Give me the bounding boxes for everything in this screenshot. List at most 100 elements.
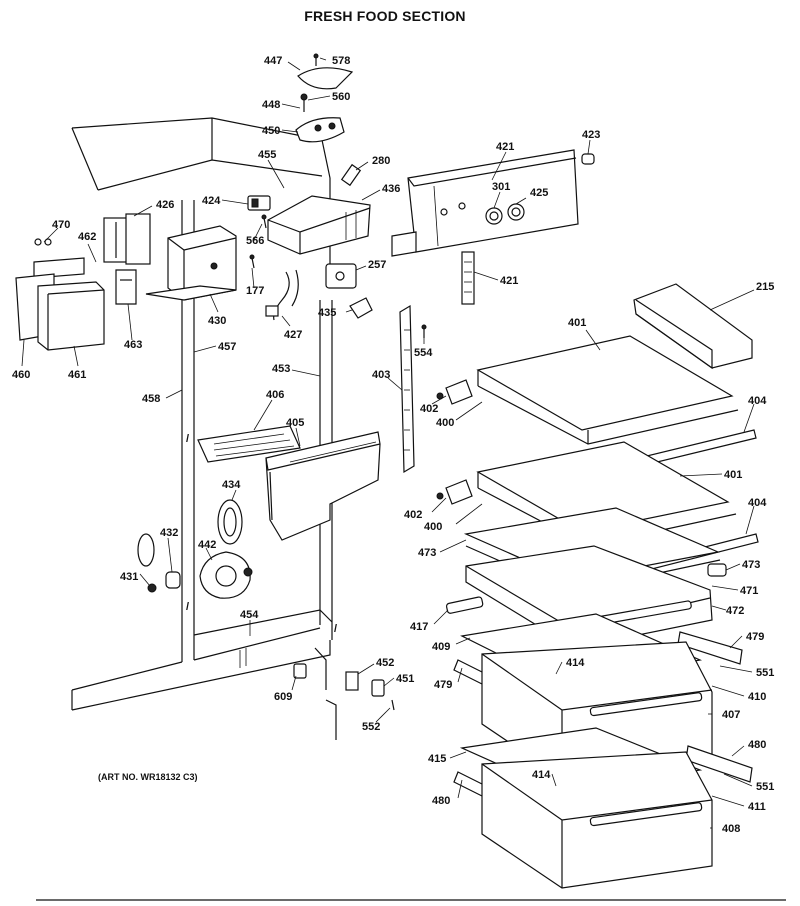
- screw-560: [300, 93, 308, 112]
- label-472: 472: [726, 605, 744, 617]
- label-411: 411: [748, 801, 766, 813]
- label-424: 424: [202, 195, 221, 207]
- label-453: 453: [272, 363, 290, 375]
- label-552: 552: [362, 721, 380, 733]
- bin-215: [633, 283, 753, 370]
- label-480-right: 480: [748, 739, 766, 751]
- label-462: 462: [78, 231, 96, 243]
- hinge-417: [445, 596, 484, 614]
- label-473-left: 473: [418, 547, 436, 559]
- label-280: 280: [372, 155, 390, 167]
- label-402-upper: 402: [420, 403, 438, 415]
- shelf-ladder-403: [399, 304, 415, 474]
- label-451: 451: [396, 673, 414, 685]
- fan-assembly-442: [199, 551, 253, 599]
- switch-424: [247, 195, 271, 211]
- label-448: 448: [262, 99, 280, 111]
- label-407: 407: [722, 709, 740, 721]
- label-402-lower: 402: [404, 509, 422, 521]
- label-461: 461: [68, 369, 86, 381]
- label-425: 425: [530, 187, 548, 199]
- label-421-top: 421: [496, 141, 514, 153]
- label-400-lower: 400: [424, 521, 442, 533]
- label-417: 417: [410, 621, 428, 633]
- relay-257: [325, 263, 357, 289]
- label-406: 406: [266, 389, 284, 401]
- label-458: 458: [142, 393, 160, 405]
- label-471: 471: [740, 585, 758, 597]
- screw-566: [261, 214, 267, 229]
- pan-408: [481, 751, 713, 889]
- light-socket-450: [295, 117, 345, 143]
- grille-406: [197, 425, 301, 463]
- thermostat-bracket-430: [145, 225, 237, 301]
- label-578: 578: [332, 55, 350, 67]
- label-427: 427: [284, 329, 302, 341]
- label-434: 434: [222, 479, 241, 491]
- screw-578: [313, 53, 319, 66]
- air-duct-405: [265, 431, 381, 541]
- art-number: (ART NO. WR18132 C3): [98, 772, 198, 782]
- label-473-right: 473: [742, 559, 760, 571]
- label-432: 432: [160, 527, 178, 539]
- label-566: 566: [246, 235, 264, 247]
- label-551-upper: 551: [756, 667, 774, 679]
- label-401-upper: 401: [568, 317, 586, 329]
- leader-lines: [21, 57, 755, 829]
- label-460: 460: [12, 369, 30, 381]
- label-450: 450: [262, 125, 280, 137]
- grommet-431-432: [137, 533, 181, 593]
- label-410: 410: [748, 691, 766, 703]
- control-housing-436: [267, 195, 371, 255]
- label-403: 403: [372, 369, 390, 381]
- label-423: 423: [582, 129, 600, 141]
- scale-421: [461, 251, 475, 305]
- screw-177: [249, 254, 255, 269]
- label-408: 408: [722, 823, 740, 835]
- clip-435: [349, 297, 373, 319]
- label-455: 455: [258, 149, 276, 161]
- label-414-lower: 414: [532, 769, 551, 781]
- bracket-463: [115, 269, 137, 305]
- label-463: 463: [124, 339, 142, 351]
- label-560: 560: [332, 91, 350, 103]
- label-257: 257: [368, 259, 386, 271]
- label-479-left: 479: [434, 679, 452, 691]
- light-cover-447: [297, 67, 354, 90]
- label-426: 426: [156, 199, 174, 211]
- label-400-upper: 400: [436, 417, 454, 429]
- label-415: 415: [428, 753, 446, 765]
- label-431: 431: [120, 571, 138, 583]
- label-470: 470: [52, 219, 70, 231]
- label-436: 436: [382, 183, 400, 195]
- label-480-left: 480: [432, 795, 450, 807]
- label-435: 435: [318, 307, 336, 319]
- fan-motor-426: [103, 213, 151, 265]
- label-301: 301: [492, 181, 510, 193]
- light-423: [581, 153, 595, 165]
- label-447: 447: [264, 55, 282, 67]
- label-442: 442: [198, 539, 216, 551]
- slide-473: [707, 563, 727, 577]
- control-panel-421: [391, 149, 579, 257]
- diagram-title: FRESH FOOD SECTION: [304, 8, 466, 24]
- label-177: 177: [246, 285, 264, 297]
- label-454: 454: [240, 609, 259, 621]
- label-421-scale: 421: [500, 275, 518, 287]
- label-479-right: 479: [746, 631, 764, 643]
- hinge-parts-609-451-452-552: [293, 663, 395, 711]
- svg-text:/: /: [186, 601, 189, 613]
- cover-434: [217, 499, 243, 545]
- label-409: 409: [432, 641, 450, 653]
- svg-text:/: /: [186, 433, 189, 445]
- harness-427: [265, 269, 299, 321]
- label-215: 215: [756, 281, 774, 293]
- label-404-upper: 404: [748, 395, 767, 407]
- svg-text:/: /: [334, 623, 337, 635]
- mount-462: [33, 257, 85, 279]
- label-414-upper: 414: [566, 657, 585, 669]
- label-404-lower: 404: [748, 497, 767, 509]
- label-551-lower: 551: [756, 781, 774, 793]
- bulb-280: [340, 163, 362, 187]
